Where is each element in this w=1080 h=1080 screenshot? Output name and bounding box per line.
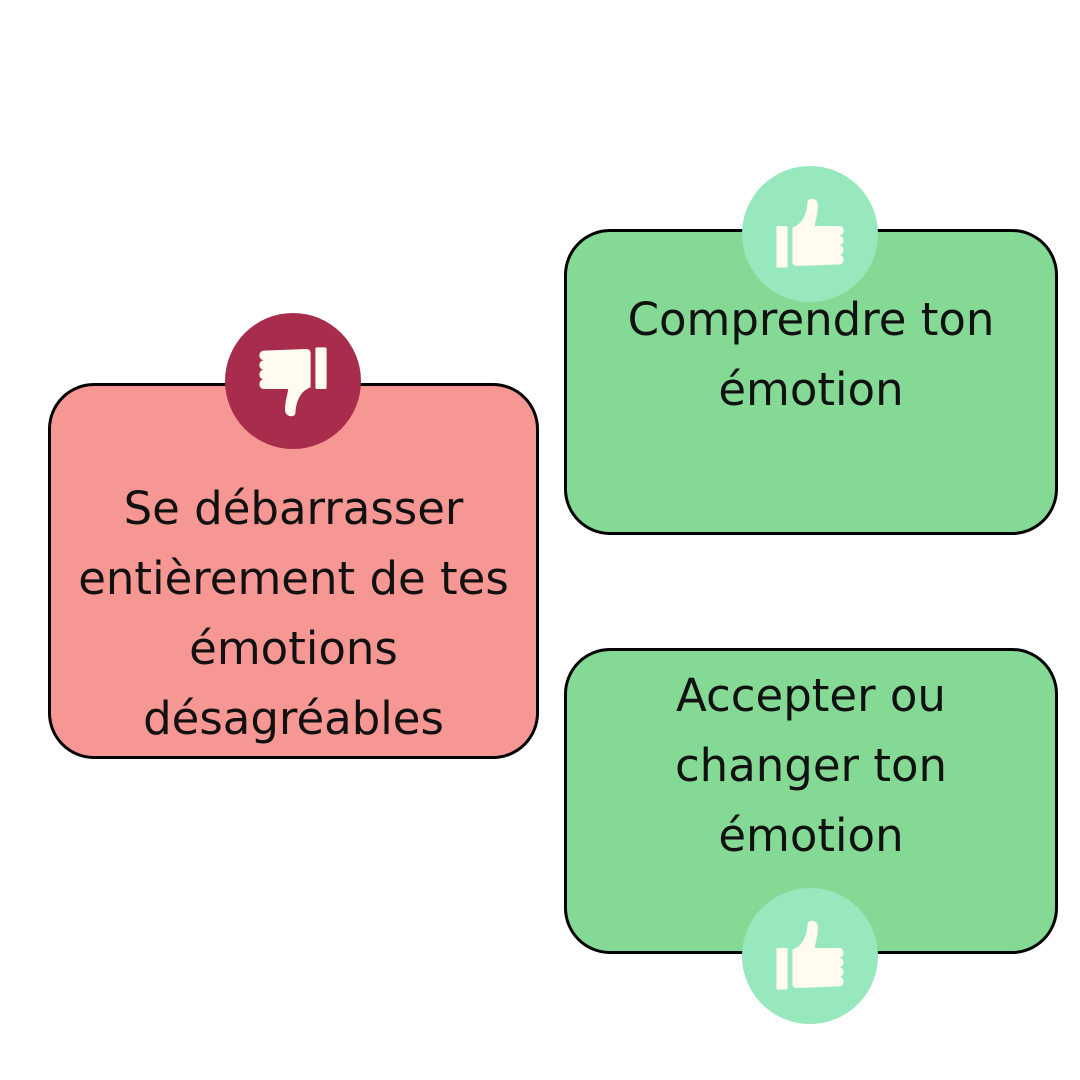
thumbs-down-icon <box>259 347 327 417</box>
badge-negative <box>225 313 361 449</box>
badge-positive-2 <box>742 888 878 1024</box>
thumbs-up-icon <box>776 920 844 990</box>
card-positive-2: Accepter ou changer ton émotion <box>564 648 1058 954</box>
thumbs-up-icon <box>776 198 844 268</box>
card-negative-text: Se débarrasser entièrement de tes émotio… <box>78 482 509 745</box>
card-positive-1-text: Comprendre ton émotion <box>627 293 995 416</box>
card-positive-2-text: Accepter ou changer ton émotion <box>674 669 948 862</box>
badge-positive-1 <box>742 166 878 302</box>
